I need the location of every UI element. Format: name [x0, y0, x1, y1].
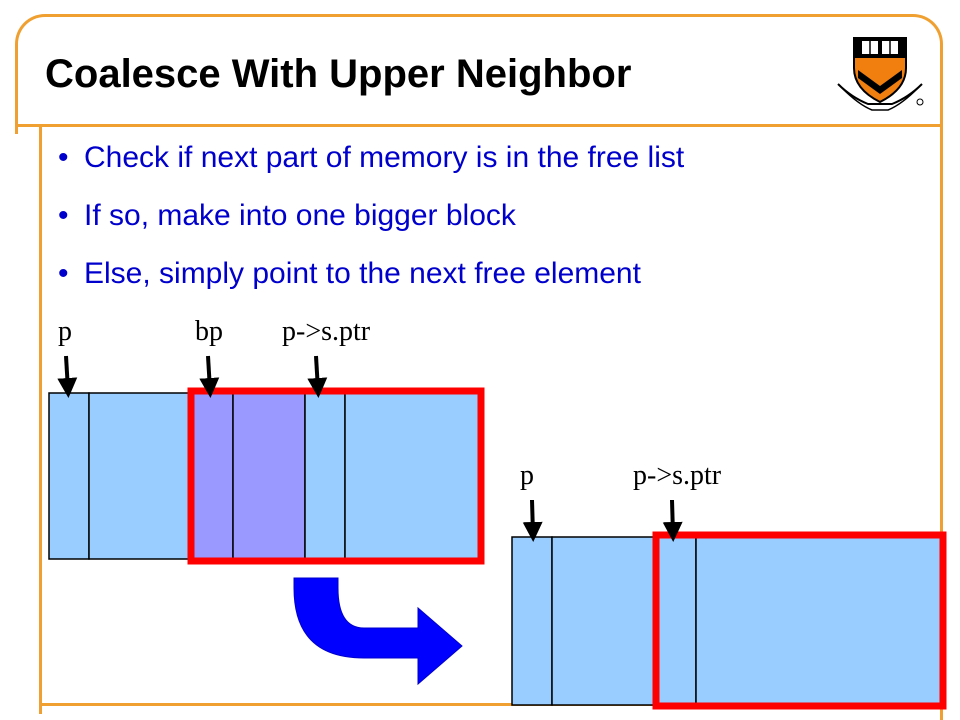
slide-title: Coalesce With Upper Neighbor: [45, 52, 632, 96]
label-p-after: p: [520, 460, 534, 491]
block-body-bp: [232, 392, 306, 560]
bullet-text: Else, simply point to the next free elem…: [84, 257, 641, 290]
label-p-before: p: [58, 316, 72, 347]
block-header-p: [48, 392, 90, 560]
slide-frame-bottom: [39, 703, 943, 706]
label-bp: bp: [195, 316, 223, 347]
after-blocks: [511, 531, 947, 710]
arrow-p-after: [522, 499, 543, 542]
bullet-text: If so, make into one bigger block: [84, 199, 516, 232]
block-header-bp: [192, 392, 234, 560]
block-header-p-after: [511, 536, 553, 706]
label-next-ptr-before: p->s.ptr: [282, 316, 371, 347]
bullet-item: •If so, make into one bigger block: [58, 199, 516, 232]
label-upper: upper: [370, 459, 442, 490]
transition-arrow: [293, 577, 463, 686]
block-header-merged: [655, 536, 697, 706]
title-divider: [15, 124, 943, 127]
bullet-item: •Else, simply point to the next free ele…: [58, 257, 641, 290]
block-body-p: [88, 392, 194, 560]
bullet-item: •Check if next part of memory is in the …: [58, 141, 685, 174]
arrow-next-ptr-before: [307, 355, 328, 398]
princeton-shield-icon: [837, 37, 924, 111]
highlight-box-after: [652, 531, 947, 710]
block-body-p-after: [551, 536, 657, 706]
label-next-ptr-after: p->s.ptr: [633, 460, 722, 491]
arrow-p-before: [57, 355, 78, 398]
arrow-bp: [199, 355, 220, 398]
bullet-list: •Check if next part of memory is in the …: [58, 138, 684, 312]
bullet-text: Check if next part of memory is in the f…: [84, 141, 685, 174]
slide-frame-right: [940, 60, 943, 720]
block-body-merged: [695, 536, 943, 706]
slide-frame-left: [39, 124, 42, 714]
block-header-upper: [304, 392, 346, 560]
arrow-next-ptr-after: [662, 499, 683, 542]
